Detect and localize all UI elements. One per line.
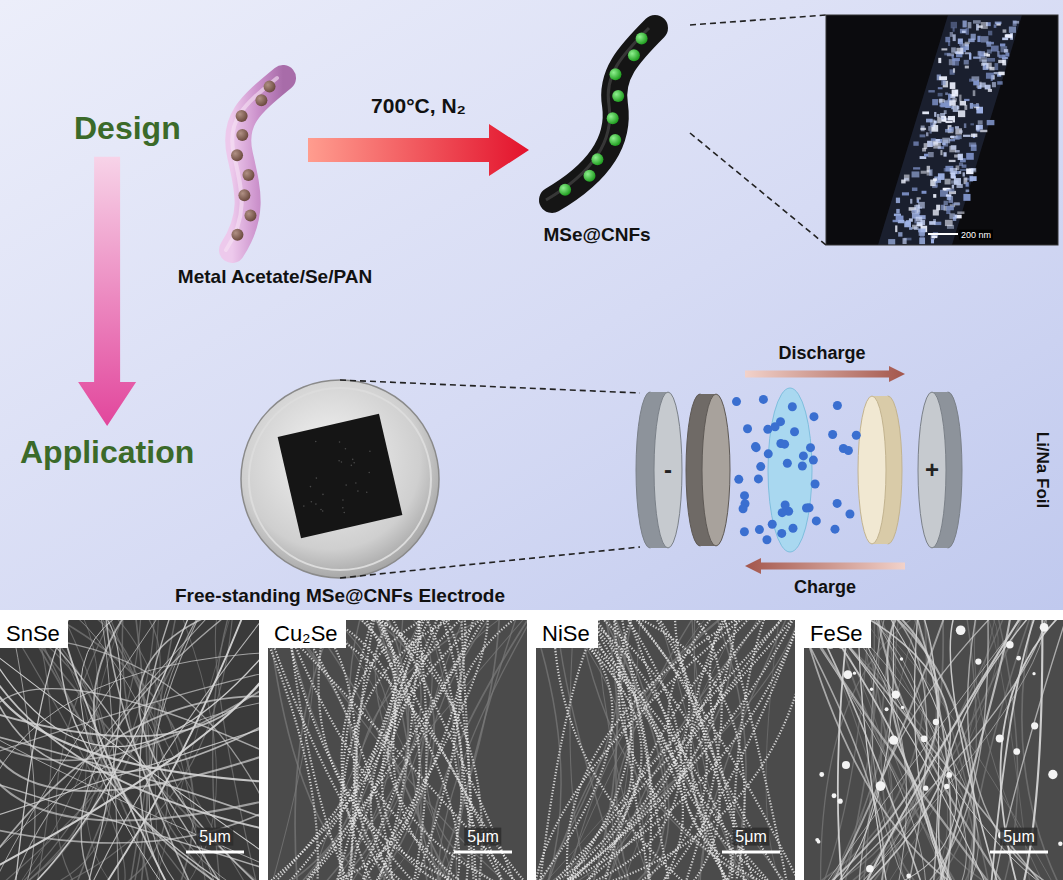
coin-cell: - + Li/Na Foil bbox=[640, 385, 1060, 555]
panel-ground bbox=[0, 0, 1063, 610]
node-label: Free-standing MSe@CNFs Electrode bbox=[175, 585, 505, 607]
scale-bar bbox=[722, 851, 780, 854]
stage-heading: Design bbox=[70, 108, 185, 149]
zoom-line bbox=[340, 380, 640, 578]
edge-label: 700°C, N₂ bbox=[371, 94, 466, 118]
tem-inset: 200 nm bbox=[826, 15, 1058, 245]
node-label: MSe@CNFs bbox=[543, 224, 650, 246]
sem-panel: NiSe 5μm bbox=[536, 620, 795, 880]
node-label: NiSe bbox=[536, 620, 598, 648]
tem-image bbox=[826, 15, 1058, 245]
node-label: 5μm bbox=[1000, 828, 1037, 846]
node-label: FeSe bbox=[804, 620, 871, 648]
sem-image bbox=[804, 620, 1063, 880]
discharge-arrow bbox=[745, 366, 905, 382]
node-label: 200 nm bbox=[959, 230, 993, 240]
node-label: - bbox=[664, 458, 672, 482]
node-label: Li/Na Foil bbox=[1032, 432, 1052, 509]
node-label: + bbox=[925, 458, 939, 482]
sem-image bbox=[0, 620, 259, 880]
sem-panel: Cu₂Se 5μm bbox=[268, 620, 527, 880]
scale-bar bbox=[454, 851, 512, 854]
carbon-nanofiber bbox=[546, 28, 655, 200]
node-label: SnSe bbox=[0, 620, 68, 648]
precursor-fiber: Metal Acetate/Se/PAN bbox=[205, 65, 300, 257]
stage-title: Application bbox=[20, 434, 194, 471]
sem-panel: FeSe 5μm bbox=[804, 620, 1063, 880]
stage-title: Design bbox=[74, 110, 181, 147]
carbon-nanofiber: MSe@CNFs bbox=[535, 15, 690, 215]
battery-illustration bbox=[636, 366, 962, 574]
node-label: 5μm bbox=[732, 828, 769, 846]
sem-image bbox=[536, 620, 795, 880]
electrode-photo: Free-standing MSe@CNFs Electrode bbox=[241, 380, 439, 578]
process-label: Charge bbox=[794, 577, 856, 598]
charge-arrow bbox=[745, 558, 905, 574]
node-label: Cu₂Se bbox=[268, 620, 346, 648]
sem-panel: SnSe 5μm bbox=[0, 620, 259, 880]
tem-frame bbox=[826, 15, 1058, 245]
scale-bar bbox=[186, 851, 244, 854]
node-label: Metal Acetate/Se/PAN bbox=[178, 266, 372, 288]
sem-image bbox=[268, 620, 527, 880]
scale-bar bbox=[928, 233, 958, 235]
precursor-fiber bbox=[226, 78, 283, 250]
node-label: 5μm bbox=[196, 828, 233, 846]
process-label: Discharge bbox=[778, 343, 865, 364]
stage-heading: Application bbox=[16, 432, 198, 473]
node-label: 5μm bbox=[464, 828, 501, 846]
process-arrow bbox=[78, 157, 136, 426]
zoom-line bbox=[690, 15, 826, 245]
process-arrow bbox=[308, 124, 529, 176]
scale-bar bbox=[990, 851, 1048, 854]
electrode-photo bbox=[241, 380, 439, 578]
